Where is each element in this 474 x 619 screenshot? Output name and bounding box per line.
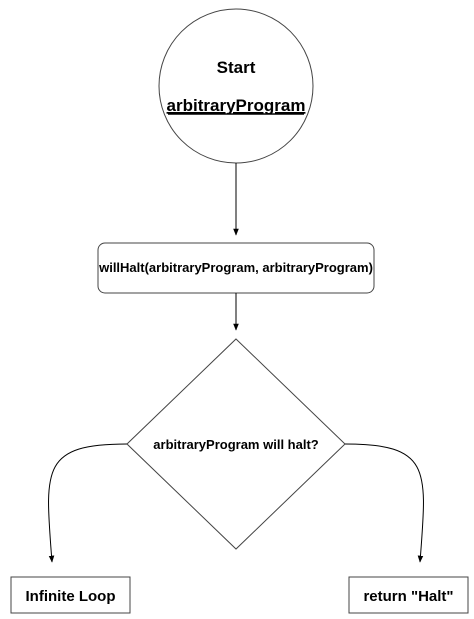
start-program-label: arbitraryProgram bbox=[167, 96, 306, 115]
return-halt-label: return "Halt" bbox=[363, 588, 453, 605]
return-halt-node: return "Halt" bbox=[348, 576, 469, 614]
decision-label: arbitraryProgram will halt? bbox=[153, 437, 318, 452]
return-halt-box bbox=[348, 576, 469, 614]
decision-node: arbitraryProgram will halt? bbox=[126, 338, 346, 550]
process-node: willHalt(arbitraryProgram, arbitraryProg… bbox=[97, 242, 375, 294]
infinite-loop-node: Infinite Loop bbox=[10, 576, 131, 614]
infinite-loop-label: Infinite Loop bbox=[26, 588, 116, 605]
infinite-loop-box bbox=[10, 576, 131, 614]
start-label: Start bbox=[217, 58, 256, 77]
edge-decision-to-infinite-loop bbox=[48, 443, 128, 563]
process-label: willHalt(arbitraryProgram, arbitraryProg… bbox=[98, 260, 373, 275]
start-circle bbox=[158, 8, 314, 164]
decision-diamond bbox=[126, 338, 346, 550]
edge-decision-to-return-halt bbox=[344, 443, 424, 563]
start-node: Start arbitraryProgram bbox=[158, 8, 314, 164]
